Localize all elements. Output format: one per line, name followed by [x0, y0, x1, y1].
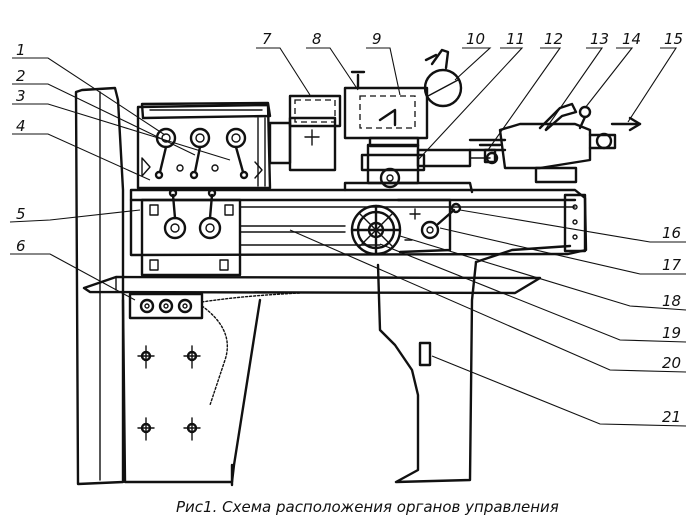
callout-12: 12 — [544, 30, 563, 48]
callout-21: 21 — [662, 408, 681, 426]
callout-17: 17 — [662, 256, 682, 274]
figure-caption: Рис1. Схема расположения органов управле… — [176, 498, 559, 516]
pedestal-bolts — [137, 345, 201, 441]
callout-2: 2 — [16, 67, 26, 85]
callout-4: 4 — [16, 117, 26, 135]
callout-3: 3 — [16, 87, 26, 105]
callout-13: 13 — [590, 30, 609, 48]
callout-14: 14 — [622, 30, 641, 48]
callout-20: 20 — [662, 354, 681, 372]
callout-8: 8 — [312, 30, 322, 48]
callout-6: 6 — [16, 237, 26, 255]
callout-7: 7 — [262, 30, 272, 48]
callout-15: 15 — [664, 30, 683, 48]
callout-16: 16 — [662, 224, 681, 242]
leader-lines — [9, 47, 687, 427]
callout-18: 18 — [662, 292, 681, 310]
callout-9: 9 — [372, 30, 382, 48]
lathe-drawing — [74, 48, 642, 487]
callout-5: 5 — [16, 205, 26, 223]
callout-11: 11 — [506, 30, 525, 48]
callout-10: 10 — [466, 30, 485, 48]
callout-1: 1 — [16, 41, 26, 59]
callout-19: 19 — [662, 324, 681, 342]
callout-labels: 1 2 3 4 5 6 7 8 9 10 11 12 13 14 15 16 1… — [16, 30, 683, 426]
